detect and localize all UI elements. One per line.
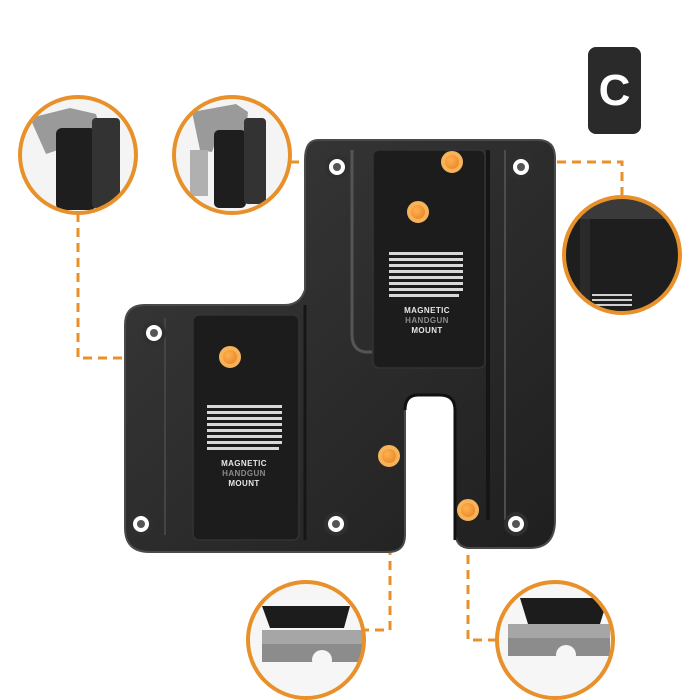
- callout-bottom-right: [495, 580, 615, 700]
- label-part1: MAGNETIC: [404, 306, 450, 315]
- label-highlight: HANDGUN: [222, 469, 266, 478]
- label-part1: MAGNETIC: [221, 459, 267, 468]
- upper-mount-label: MAGNETIC HANDGUN MOUNT: [382, 306, 472, 336]
- label-highlight: HANDGUN: [405, 316, 449, 325]
- label-part2: MOUNT: [228, 479, 260, 488]
- label-part2: MOUNT: [411, 326, 443, 335]
- callout-bottom-left: [246, 580, 366, 700]
- variant-badge: C: [588, 47, 641, 134]
- mount-plate: [124, 139, 556, 553]
- callout-holster-left: [18, 95, 138, 215]
- lower-mount-label: MAGNETIC HANDGUN MOUNT: [199, 459, 289, 489]
- callout-holster-right: [172, 95, 292, 215]
- flag-emblem-upper: [389, 252, 463, 297]
- callout-top-edge: [562, 195, 682, 315]
- highlight-dots: [219, 151, 479, 521]
- flag-emblem-lower: [207, 405, 282, 450]
